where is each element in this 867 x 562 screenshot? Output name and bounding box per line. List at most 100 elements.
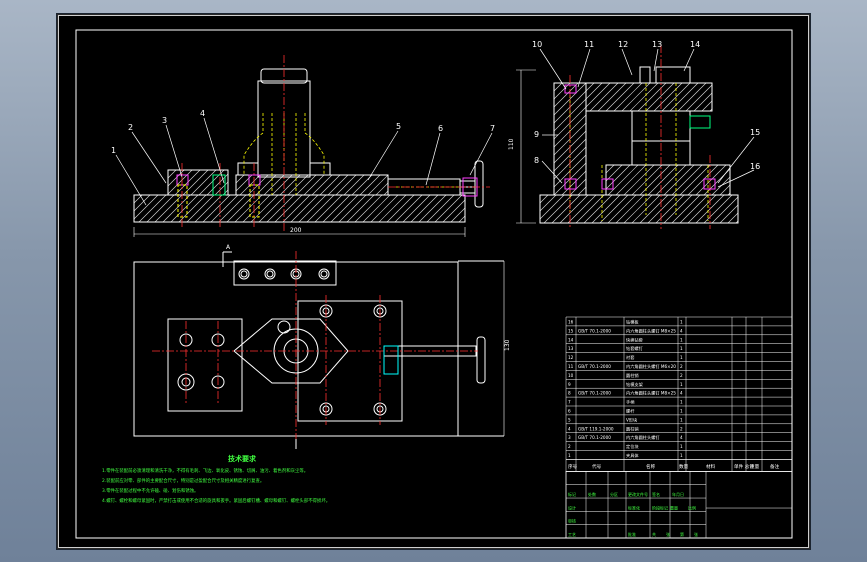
- bom-cell: 2: [568, 444, 571, 449]
- title-block-text: 第: [680, 531, 684, 537]
- bom-cell: 内六角圆柱头螺钉 M8×25: [626, 390, 676, 397]
- front-center-lines: [181, 55, 490, 233]
- bom-cell: 1: [680, 355, 683, 360]
- bom-cell: 15: [568, 328, 574, 333]
- title-block-text: 年月日: [672, 491, 684, 497]
- balloon-14: 14: [690, 40, 700, 49]
- bom-header-no: 序号: [568, 463, 578, 470]
- plan-dimension-text: 130: [504, 339, 511, 351]
- cad-drawing: 1 2 3 4 5 6 7 200: [58, 15, 809, 548]
- bom-cell: 1: [568, 453, 571, 458]
- section-mark-a: A: [226, 244, 231, 251]
- bom-cell: 1: [680, 409, 683, 414]
- note-line-1: 1.零件在装配前必须清理和清洗干净，不得有毛刺、飞边、氧化皮、锈蚀、切屑、油污、…: [102, 467, 308, 474]
- bom-cell: 快换钻套: [626, 336, 644, 343]
- balloon-16: 16: [750, 162, 760, 171]
- title-block-text: 更改文件号: [628, 491, 648, 497]
- bom-cell: 钻模支架: [626, 381, 643, 388]
- bom-cell: V形块: [626, 416, 638, 423]
- side-balloons: 8 9 10 11 12 13 14 15 16: [532, 40, 760, 171]
- bom-cell: GB/T 70.1-2000: [578, 435, 611, 440]
- bom-cell: 钻模板: [626, 319, 639, 326]
- balloon-8: 8: [534, 156, 539, 165]
- title-block-text: 重量: [670, 504, 678, 510]
- bom-cell: 内六角圆柱头螺钉 M6×20: [626, 363, 676, 370]
- side-hatch-group: [539, 82, 739, 224]
- bom-header-qty: 数量: [679, 463, 689, 470]
- balloon-6: 6: [438, 124, 443, 133]
- bom-header-code: 代号: [592, 463, 602, 470]
- bom-cell: 3: [568, 435, 571, 440]
- note-line-2: 2.装配前应对零、部件的主要配合尺寸，特别是过盈配合尺寸及相关精度进行复查。: [102, 477, 264, 484]
- balloon-13: 13: [652, 40, 662, 49]
- bom-cell: 内六角圆柱头螺钉: [626, 434, 660, 441]
- front-leaders: [115, 117, 493, 206]
- title-block-text: 阶段标记: [652, 504, 668, 510]
- bom-cell: 14: [568, 337, 574, 342]
- balloon-7: 7: [490, 124, 495, 133]
- balloon-11: 11: [584, 40, 594, 49]
- plan-view: [133, 260, 504, 437]
- bom-cell: 4: [680, 391, 683, 396]
- title-block-text: 处数: [588, 491, 596, 497]
- title-block-text: 共: [652, 531, 656, 537]
- balloon-15: 15: [750, 128, 760, 137]
- plan-section-marks: [222, 251, 297, 449]
- front-dimension: [133, 227, 466, 237]
- front-dimension-text: 200: [290, 227, 302, 234]
- title-block-text: 设计: [568, 504, 576, 510]
- plan-holes: [177, 268, 387, 416]
- side-bolts: [564, 84, 716, 190]
- balloon-5: 5: [396, 122, 401, 131]
- bom-cell: 12: [568, 355, 574, 360]
- bom-cell: GB/T 70.1-2000: [578, 364, 611, 369]
- balloon-10: 10: [532, 40, 542, 49]
- plan-center-lines: [152, 251, 478, 445]
- front-balloons: 1 2 3 4 5 6 7: [111, 109, 495, 155]
- bom-cell: 1: [680, 444, 683, 449]
- bom-cell: 夹具体: [626, 452, 639, 459]
- bom-cell: 10: [568, 373, 574, 378]
- balloon-2: 2: [128, 123, 133, 132]
- note-line-3: 3.零件在装配过程中不允许磕、碰、划伤和锈蚀。: [102, 487, 198, 494]
- bom-cell: 螺杆: [626, 408, 635, 415]
- title-block-text: 批准: [628, 531, 636, 537]
- front-view: [133, 68, 484, 223]
- bom-header-material: 材料: [706, 463, 716, 470]
- bom-cell: 9: [568, 382, 571, 387]
- bom-cell: 衬套: [626, 354, 635, 361]
- title-block-text: 标准化: [628, 504, 640, 510]
- bom-cell: 11: [568, 364, 574, 369]
- title-block-text: 比例: [688, 504, 696, 510]
- balloon-9: 9: [534, 130, 539, 139]
- bom-cell: 1: [680, 453, 683, 458]
- bom-cell: GB/T 70.1-2000: [578, 328, 611, 333]
- bom-cell: GB/T 70.1-2000: [578, 391, 611, 396]
- bom-cell: 2: [680, 364, 683, 369]
- bom-cell: 圆柱销: [626, 372, 639, 379]
- bom-cell: 4: [680, 435, 683, 440]
- title-block-text: 分区: [610, 491, 618, 497]
- side-dimension-text: 110: [508, 138, 515, 150]
- inner-frame: [75, 29, 793, 539]
- title-block: 标记处数分区更改文件号签名年月日设计标准化审核工艺批准阶段标记重量比例共张第张: [565, 470, 793, 539]
- drawing-sheet: 1 2 3 4 5 6 7 200: [57, 14, 810, 549]
- balloon-12: 12: [618, 40, 628, 49]
- bom-cell: 1: [680, 320, 683, 325]
- bom-cell: 圆柱销: [626, 425, 639, 432]
- bom-cell: 8: [568, 391, 571, 396]
- bom-header-note: 备注: [770, 463, 780, 470]
- title-block-text: 审核: [568, 518, 576, 524]
- bom-cell: 2: [680, 373, 683, 378]
- title-block-text: 张: [694, 531, 698, 537]
- bom-cell: 7: [568, 400, 571, 405]
- side-dimension: [516, 69, 536, 224]
- bom-cell: 手柄: [626, 399, 634, 406]
- bom-cell: 13: [568, 346, 574, 351]
- front-bolts: [176, 174, 478, 218]
- bom-cell: 4: [568, 426, 571, 431]
- bom-cell: 1: [680, 346, 683, 351]
- title-block-text: 张: [666, 531, 670, 537]
- bom-cell: 2: [680, 426, 683, 431]
